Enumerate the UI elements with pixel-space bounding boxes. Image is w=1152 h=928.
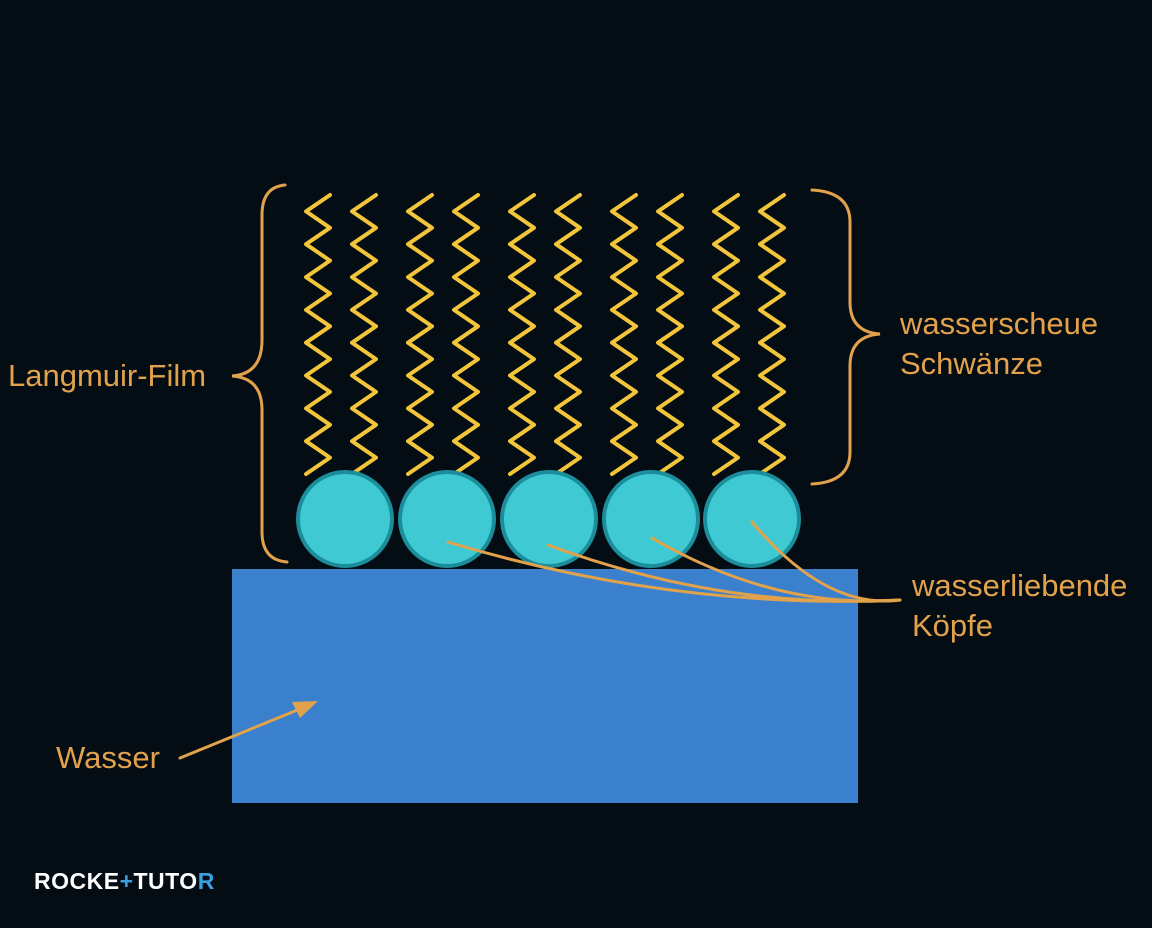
water-arrow bbox=[178, 702, 314, 760]
tail-chain bbox=[350, 193, 378, 476]
rocketutor-logo: ROCKE+TUTOR bbox=[34, 868, 215, 895]
head-circle bbox=[296, 470, 394, 568]
tail-chain bbox=[554, 193, 582, 476]
water-label: Wasser bbox=[56, 740, 160, 775]
tail-chain bbox=[304, 193, 332, 476]
tail-chain bbox=[712, 193, 740, 476]
logo-text-part1: ROCKE bbox=[34, 868, 120, 894]
water-block bbox=[232, 569, 858, 803]
tails-brace bbox=[810, 188, 881, 486]
tail-chain bbox=[406, 193, 434, 476]
langmuir-film-brace bbox=[231, 183, 289, 564]
head-pointer-line bbox=[750, 520, 902, 603]
langmuir-film-label: Langmuir-Film bbox=[8, 358, 207, 393]
heads-label-line2: Köpfe bbox=[912, 608, 994, 643]
head-circle bbox=[703, 470, 801, 568]
head-pointer-lines bbox=[446, 520, 902, 603]
logo-plus-icon: + bbox=[119, 868, 134, 894]
head-circle bbox=[500, 470, 598, 568]
tail-chain bbox=[508, 193, 536, 476]
tails-label-line1: wasserscheue bbox=[900, 306, 1099, 341]
logo-text-part2: TUTO bbox=[133, 868, 198, 894]
tail-chain bbox=[656, 193, 684, 476]
logo-text-part3: R bbox=[197, 868, 215, 894]
head-circle bbox=[602, 470, 700, 568]
hydrophobic-tails bbox=[304, 193, 786, 476]
heads-label-line1: wasserliebende bbox=[912, 568, 1128, 603]
water-arrowhead bbox=[292, 701, 318, 718]
hydrophilic-heads bbox=[296, 470, 801, 568]
tail-chain bbox=[610, 193, 638, 476]
head-circle bbox=[398, 470, 496, 568]
hydrophobic-tails-label: wasserscheue Schwänze bbox=[900, 304, 1098, 384]
tail-chain bbox=[452, 193, 480, 476]
tail-chain bbox=[758, 193, 786, 476]
tails-label-line2: Schwänze bbox=[900, 346, 1044, 381]
hydrophilic-heads-label: wasserliebende Köpfe bbox=[912, 566, 1127, 646]
